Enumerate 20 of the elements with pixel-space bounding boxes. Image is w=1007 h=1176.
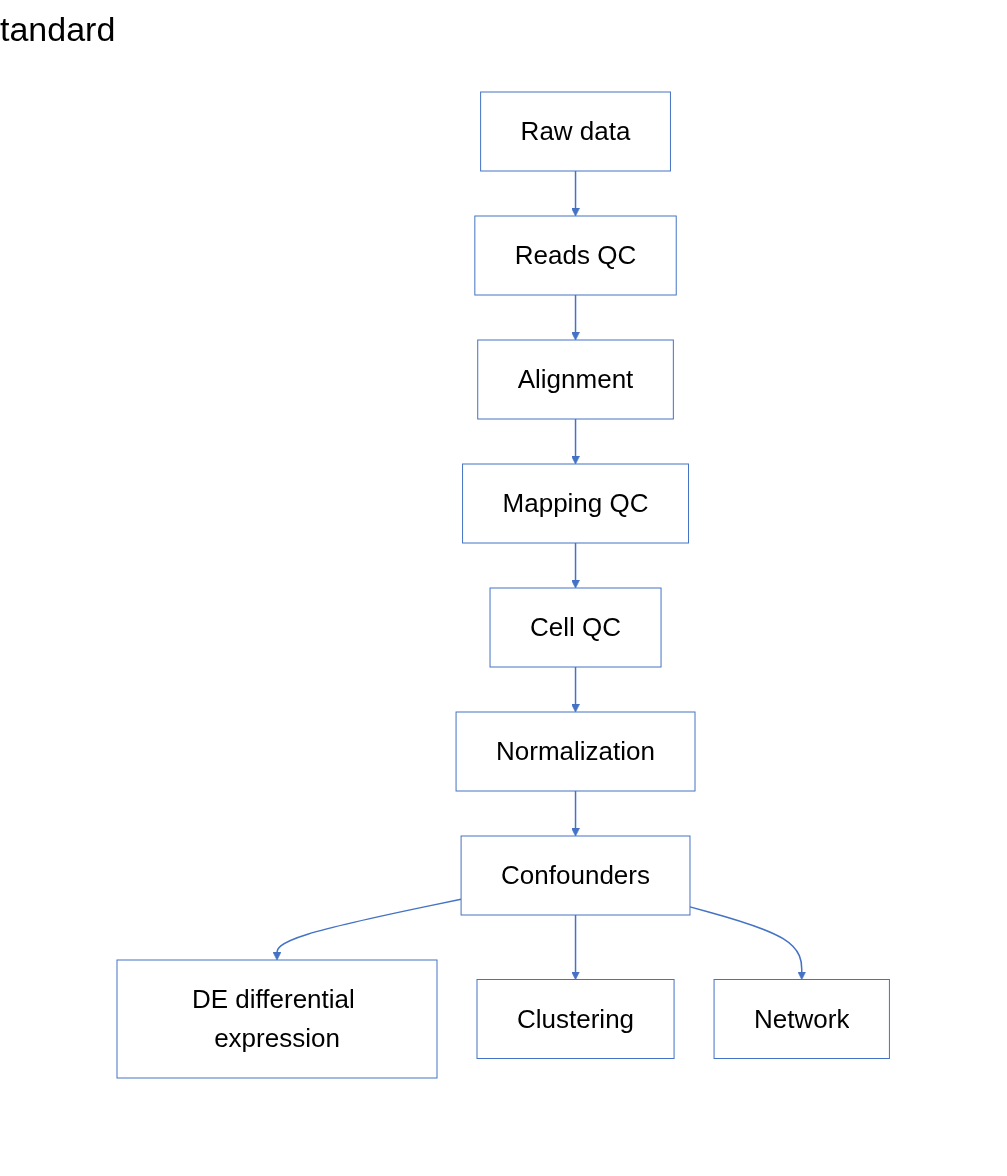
node-box: Confounders	[460, 835, 691, 916]
arrow	[571, 914, 581, 980]
node-box: Raw data	[480, 91, 672, 172]
node-box: Normalization	[455, 711, 696, 792]
node-box: Reads QC	[474, 215, 677, 296]
arrow	[571, 418, 581, 465]
node-box: Cell QC	[489, 587, 662, 668]
node-box: DE differential expression	[116, 959, 438, 1079]
arrow	[272, 898, 463, 961]
node-box: Alignment	[477, 339, 675, 420]
arrow	[689, 906, 807, 980]
heading-text: tandard	[0, 10, 116, 49]
node-box: Network	[713, 979, 891, 1059]
node-box: Mapping QC	[462, 463, 690, 544]
arrow	[571, 294, 581, 341]
arrow	[571, 666, 581, 713]
arrow	[571, 170, 581, 217]
arrow	[571, 790, 581, 837]
node-box: Clustering	[476, 979, 675, 1059]
arrow	[571, 542, 581, 589]
